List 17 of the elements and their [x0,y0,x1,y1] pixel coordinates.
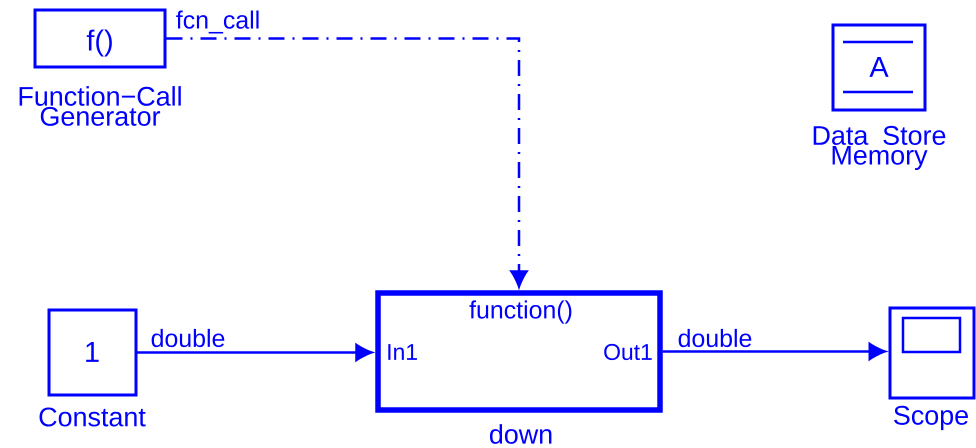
block-name: Data Store Memory [814,126,946,170]
block-name: Constant [40,407,146,427]
block-value: 1 [86,342,99,362]
port-label: In1 [388,344,417,360]
block-name: down [490,424,552,444]
block-symbol: A [869,57,889,77]
edge-label: fcn_call [174,10,262,34]
block-symbol: f() [86,30,112,56]
block-name: Function−Call Generator [20,86,181,126]
signal-arrow [662,342,886,360]
signal-arrow [138,344,373,362]
block-name: Scope [894,406,968,430]
port-label: Out1 [604,344,652,360]
edge-label: double [676,328,754,348]
signal-arrow [166,37,528,288]
edge-label: double [150,328,226,348]
subsystem-trigger-label: function() [469,300,572,324]
